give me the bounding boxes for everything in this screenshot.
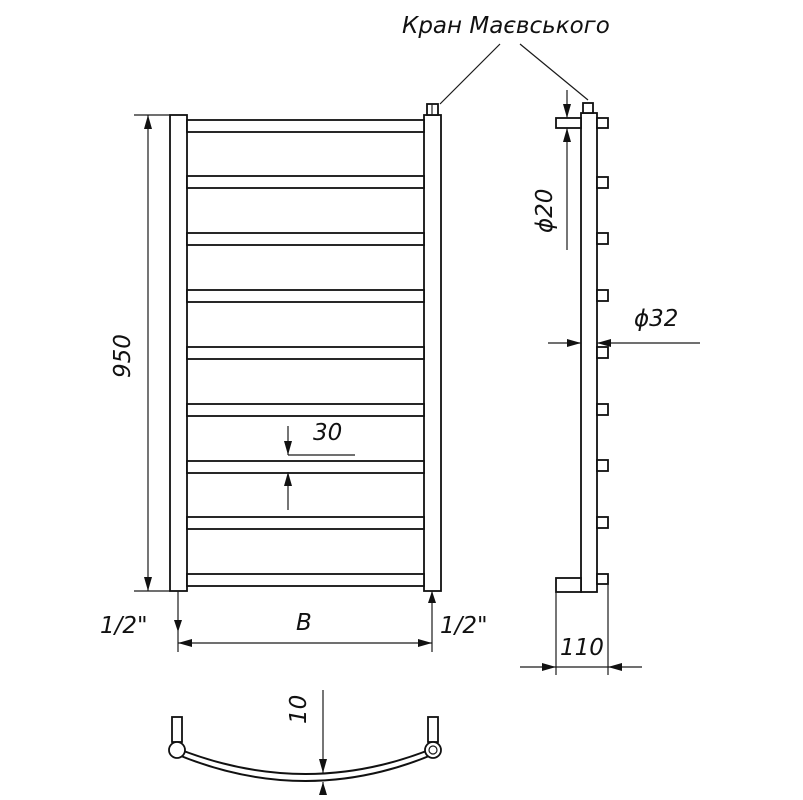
left-collector bbox=[169, 114, 188, 592]
pipe-diameter-label: ϕ32 bbox=[634, 306, 678, 332]
rung-spacing-label: 30 bbox=[313, 420, 342, 446]
left-collector-end bbox=[168, 741, 186, 759]
top-view bbox=[168, 690, 442, 795]
curve-depth-label: 10 bbox=[286, 695, 312, 724]
side-stub-bottom bbox=[596, 573, 609, 585]
valve-diameter-label: ϕ20 bbox=[532, 189, 558, 233]
pipe-diameter-dimension bbox=[548, 339, 700, 347]
width-dimension bbox=[177, 632, 433, 652]
inlet-arrows bbox=[174, 591, 436, 632]
height-label: 950 bbox=[110, 334, 136, 378]
side-stub-1 bbox=[596, 176, 609, 189]
side-stub-7 bbox=[596, 516, 609, 529]
side-top-bracket bbox=[555, 117, 582, 129]
side-stub-top bbox=[596, 117, 609, 129]
width-label: B bbox=[296, 610, 312, 636]
side-stub-3 bbox=[596, 289, 609, 302]
side-stub-5 bbox=[596, 403, 609, 416]
front-rung-8 bbox=[186, 516, 425, 530]
front-rungs bbox=[186, 119, 425, 587]
side-top-valve bbox=[582, 102, 594, 114]
right-collector-end bbox=[424, 741, 442, 759]
valve-diameter-dimension bbox=[563, 90, 571, 250]
depth-dimension bbox=[520, 584, 642, 675]
rung-dimension bbox=[284, 426, 355, 510]
front-rung-5 bbox=[186, 346, 425, 360]
front-rung-9 bbox=[186, 573, 425, 587]
side-stub-2 bbox=[596, 232, 609, 245]
curved-rung bbox=[175, 747, 435, 775]
front-rung-3 bbox=[186, 232, 425, 246]
front-rung-7 bbox=[186, 460, 425, 474]
inlet-label-right: 1/2" bbox=[440, 613, 488, 639]
valve-label: Кран Маєвського bbox=[402, 13, 610, 39]
side-stub-6 bbox=[596, 459, 609, 472]
front-rung-6 bbox=[186, 403, 425, 417]
front-view bbox=[134, 103, 442, 652]
side-view bbox=[439, 43, 700, 675]
height-dimension bbox=[134, 114, 170, 592]
right-collector bbox=[423, 114, 442, 592]
front-rung-4 bbox=[186, 289, 425, 303]
side-bottom-bracket bbox=[555, 577, 582, 593]
curve-dimension bbox=[319, 690, 327, 795]
side-stubs bbox=[596, 176, 609, 529]
front-rung-1 bbox=[186, 119, 425, 133]
front-rung-2 bbox=[186, 175, 425, 189]
side-pipe bbox=[580, 112, 598, 593]
valve-leaders bbox=[439, 43, 589, 105]
inlet-label-left: 1/2" bbox=[100, 613, 148, 639]
side-stub-4 bbox=[596, 346, 609, 359]
depth-label: 110 bbox=[560, 635, 604, 661]
